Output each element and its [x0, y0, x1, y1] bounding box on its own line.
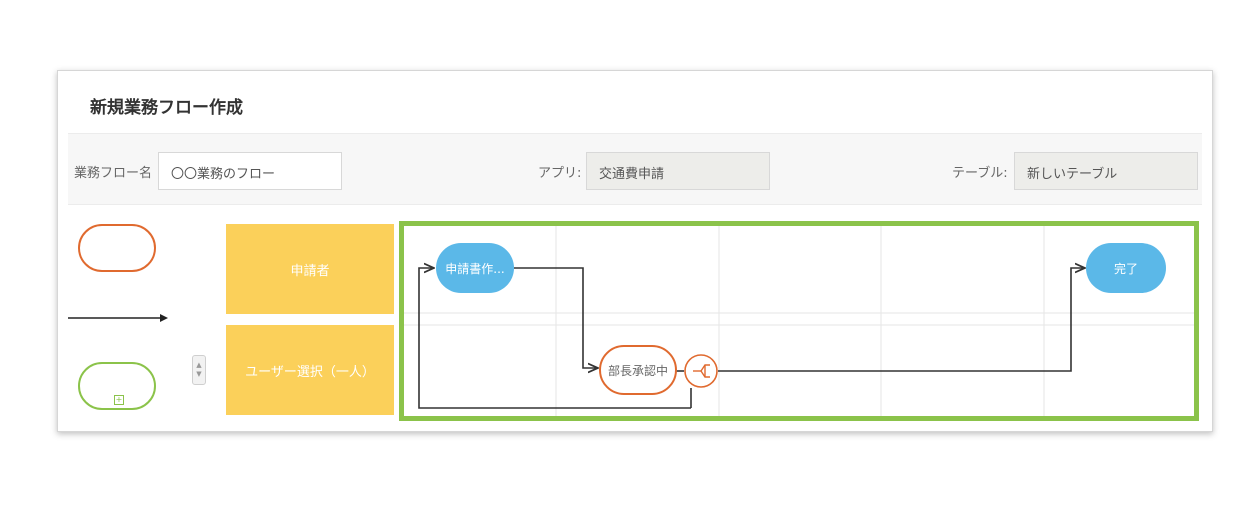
app-label: アプリ:	[538, 166, 582, 181]
node-approve	[599, 345, 677, 395]
palette-scroll-handle[interactable]: ▲ ▼	[192, 355, 206, 385]
branch-icon	[693, 364, 710, 378]
palette-arrow-icon[interactable]	[68, 311, 168, 325]
flow-name-input[interactable]: 〇〇業務のフロー	[158, 152, 342, 190]
node-done	[1086, 243, 1166, 293]
flow-name-label: 業務フロー名	[74, 166, 153, 181]
flow-settings-row: 業務フロー名 〇〇業務のフロー アプリ: 交通費申請 テーブル: 新しいテーブル	[68, 133, 1202, 205]
connectors	[418, 267, 1085, 409]
node-start-label[interactable]: 申請書作...	[445, 261, 505, 276]
connector-start-to-approve	[514, 267, 598, 368]
flow-editor-panel: 新規業務フロー作成 業務フロー名 〇〇業務のフロー アプリ: 交通費申請 テーブ…	[57, 70, 1213, 432]
connector-return-to-start	[418, 268, 691, 409]
palette-add-shape[interactable]: +	[78, 362, 156, 410]
table-label: テーブル:	[952, 166, 1008, 181]
palette-process-shape[interactable]	[78, 224, 156, 272]
scroll-down-icon: ▼	[196, 370, 202, 378]
add-icon: +	[114, 395, 124, 405]
scroll-up-icon: ▲	[196, 361, 202, 369]
app-field: 交通費申請	[586, 152, 770, 190]
node-approve-label[interactable]: 部長承認中	[607, 363, 668, 378]
node-start	[436, 243, 514, 293]
flow-diagram	[404, 226, 1194, 416]
flow-grid-area[interactable]	[399, 221, 1199, 421]
page-title: 新規業務フロー作成	[90, 98, 243, 118]
connector-approve-to-done	[718, 268, 1085, 372]
lane-label-user-select[interactable]: ユーザー選択（一人）	[226, 325, 394, 415]
grid-lines	[404, 226, 1194, 416]
table-field: 新しいテーブル	[1014, 152, 1198, 190]
lane-label-applicant[interactable]: 申請者	[226, 224, 394, 314]
node-done-label[interactable]: 完了	[1113, 261, 1138, 276]
